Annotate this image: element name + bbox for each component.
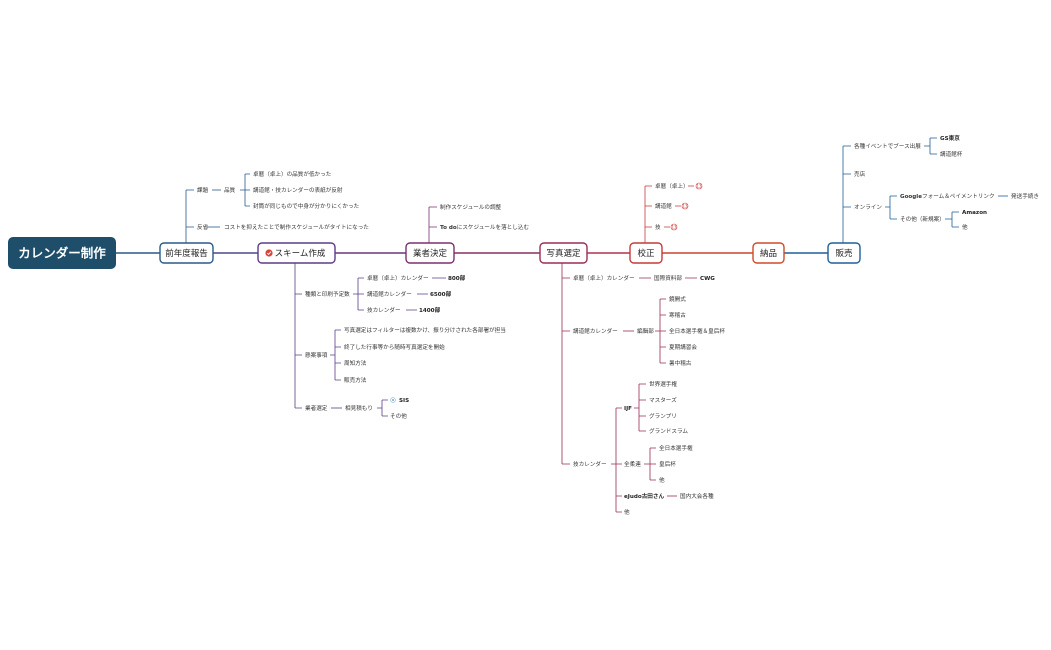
scheme-vendor-label[interactable]: 業者選定: [305, 404, 328, 412]
report-issue[interactable]: 封筒が同じもので中身が分かりにくかった: [253, 202, 360, 210]
main-node-label: 前年度報告: [165, 248, 208, 259]
scheme-quote[interactable]: SIS: [399, 398, 409, 404]
photo-ijf-item[interactable]: 世界選手権: [649, 380, 677, 388]
report-hansei-note[interactable]: コストを抑えたことで制作スケジュールがタイトになった: [224, 223, 369, 231]
photo-zenjuren-item[interactable]: 全日本選手権: [659, 444, 693, 452]
photo-ejudo-label[interactable]: eJudo古田さん: [624, 492, 664, 500]
photo-ijf-item[interactable]: グランドスラム: [649, 427, 688, 435]
scheme-proposal[interactable]: 写真選定はフィルターは複数かけ、振り分けされた各部署が担当: [344, 326, 506, 334]
vendor-item-todo[interactable]: To doにスケジュールを落とし込む: [440, 223, 529, 231]
sales-events-label[interactable]: 各種イベントでブース出展: [854, 142, 921, 150]
branch-photo: [561, 263, 697, 513]
task-badge-icon: 13: [681, 202, 689, 210]
report-issue[interactable]: 講道館・技カレンダーの表紙が反射: [253, 186, 343, 194]
photo-desk-dept[interactable]: 国際資料部: [654, 274, 682, 282]
photo-tech-label[interactable]: 技カレンダー: [573, 460, 607, 468]
main-node-sales[interactable]: 販売: [827, 242, 861, 264]
sales-other-label[interactable]: その他（新規案）: [900, 215, 945, 223]
branch-scheme: [294, 263, 446, 417]
vendor-item[interactable]: 制作スケジュールの調整: [440, 203, 502, 211]
proof-item[interactable]: 技: [655, 223, 661, 231]
svg-text:13: 13: [682, 203, 688, 208]
branch-sales: [842, 137, 1008, 243]
scheme-type-count[interactable]: 800部: [448, 274, 466, 282]
photo-kodokan-item[interactable]: 全日本選手権＆皇后杯: [669, 327, 725, 335]
photo-zenjuren-item[interactable]: 皇后杯: [659, 460, 676, 468]
sis-logo-icon: [390, 397, 396, 403]
photo-kodokan-item[interactable]: 寒稽古: [669, 311, 686, 319]
sales-other-item[interactable]: 他: [962, 223, 968, 231]
photo-kodokan-item[interactable]: 鏡開式: [669, 295, 686, 303]
main-node-label: 納品: [760, 248, 777, 259]
sales-google-label[interactable]: Googleフォーム＆ペイメントリンク: [900, 193, 995, 200]
main-node-proof[interactable]: 校正: [629, 242, 663, 264]
main-node-vendor[interactable]: 業者決定: [405, 242, 455, 264]
scheme-proposal[interactable]: 販売方法: [344, 376, 367, 384]
scheme-quote-label[interactable]: 相見積もり: [345, 404, 373, 412]
svg-text:13: 13: [696, 183, 702, 188]
scheme-type-name[interactable]: 技カレンダー: [367, 306, 401, 314]
photo-kodokan-item[interactable]: 夏期講習会: [669, 343, 697, 351]
report-kadai[interactable]: 課題: [197, 186, 209, 194]
sales-store[interactable]: 売店: [854, 170, 866, 178]
scheme-type-name[interactable]: 卓暦（卓上）カレンダー: [367, 274, 429, 282]
photo-kodokan-dept[interactable]: 編輯部: [637, 327, 654, 335]
report-hansei[interactable]: 反省: [197, 223, 209, 231]
photo-zenjuren-item[interactable]: 他: [659, 476, 665, 484]
branch-report: [185, 173, 250, 243]
sales-google-item[interactable]: 発送手続き: [1011, 192, 1039, 200]
sales-other-item[interactable]: Amazon: [962, 210, 987, 216]
main-node-label: 業者決定: [413, 248, 448, 259]
proof-item[interactable]: 講道館: [655, 202, 672, 210]
root-node[interactable]: カレンダー制作: [8, 237, 116, 269]
main-node-report[interactable]: 前年度報告: [159, 242, 214, 264]
main-node-label: 販売: [835, 248, 853, 259]
scheme-type-name[interactable]: 講道館カレンダー: [367, 290, 412, 298]
main-node-photo[interactable]: 写真選定: [539, 242, 588, 264]
checkmark-badge-icon: [265, 249, 273, 257]
photo-zenjuren-label[interactable]: 全柔連: [624, 460, 641, 468]
photo-ijf-item[interactable]: グランプリ: [649, 412, 677, 420]
scheme-types-label[interactable]: 種類と印刷予定数: [305, 290, 350, 298]
photo-other[interactable]: 他: [624, 508, 630, 516]
main-node-label: 写真選定: [546, 248, 581, 259]
branch-proof: [644, 185, 694, 243]
photo-desk-vendor[interactable]: CWG: [700, 276, 715, 282]
task-badge-icon: 13: [695, 182, 703, 190]
task-badge-icon: 13: [670, 223, 678, 231]
scheme-proposal-label[interactable]: 懸案事項: [305, 351, 328, 359]
scheme-quote[interactable]: その他: [390, 412, 407, 420]
main-node-label: スキーム作成: [275, 248, 326, 259]
report-issue[interactable]: 卓暦（卓上）の品質が低かった: [253, 170, 332, 178]
sales-online-label[interactable]: オンライン: [854, 204, 882, 211]
photo-desk-label[interactable]: 卓暦（卓上）カレンダー: [573, 274, 635, 282]
scheme-proposal[interactable]: 終了した行事等から随時写真選定を開始: [344, 343, 445, 351]
photo-ejudo-item[interactable]: 国内大会各種: [680, 492, 714, 500]
photo-ijf-item[interactable]: マスターズ: [649, 396, 677, 404]
scheme-type-count[interactable]: 1400部: [419, 306, 441, 314]
photo-kodokan-label[interactable]: 講道館カレンダー: [573, 327, 618, 335]
branch-vendor: [428, 206, 437, 243]
sales-event[interactable]: 講道館杯: [940, 150, 963, 158]
scheme-type-count[interactable]: 6500部: [430, 290, 452, 298]
photo-ijf-label[interactable]: IJF: [624, 406, 632, 412]
main-node-label: 校正: [637, 248, 655, 259]
main-node-delivery[interactable]: 納品: [752, 242, 785, 264]
report-hinshitsu[interactable]: 品質: [224, 186, 236, 194]
sales-event[interactable]: GS東京: [940, 134, 960, 142]
main-node-scheme[interactable]: スキーム作成: [257, 242, 336, 264]
photo-kodokan-item[interactable]: 暑中稽古: [669, 359, 692, 367]
svg-text:13: 13: [671, 224, 677, 229]
root-label: カレンダー制作: [18, 246, 106, 261]
scheme-proposal[interactable]: 周知方法: [344, 359, 367, 367]
proof-item[interactable]: 卓暦（卓上）: [655, 182, 689, 190]
